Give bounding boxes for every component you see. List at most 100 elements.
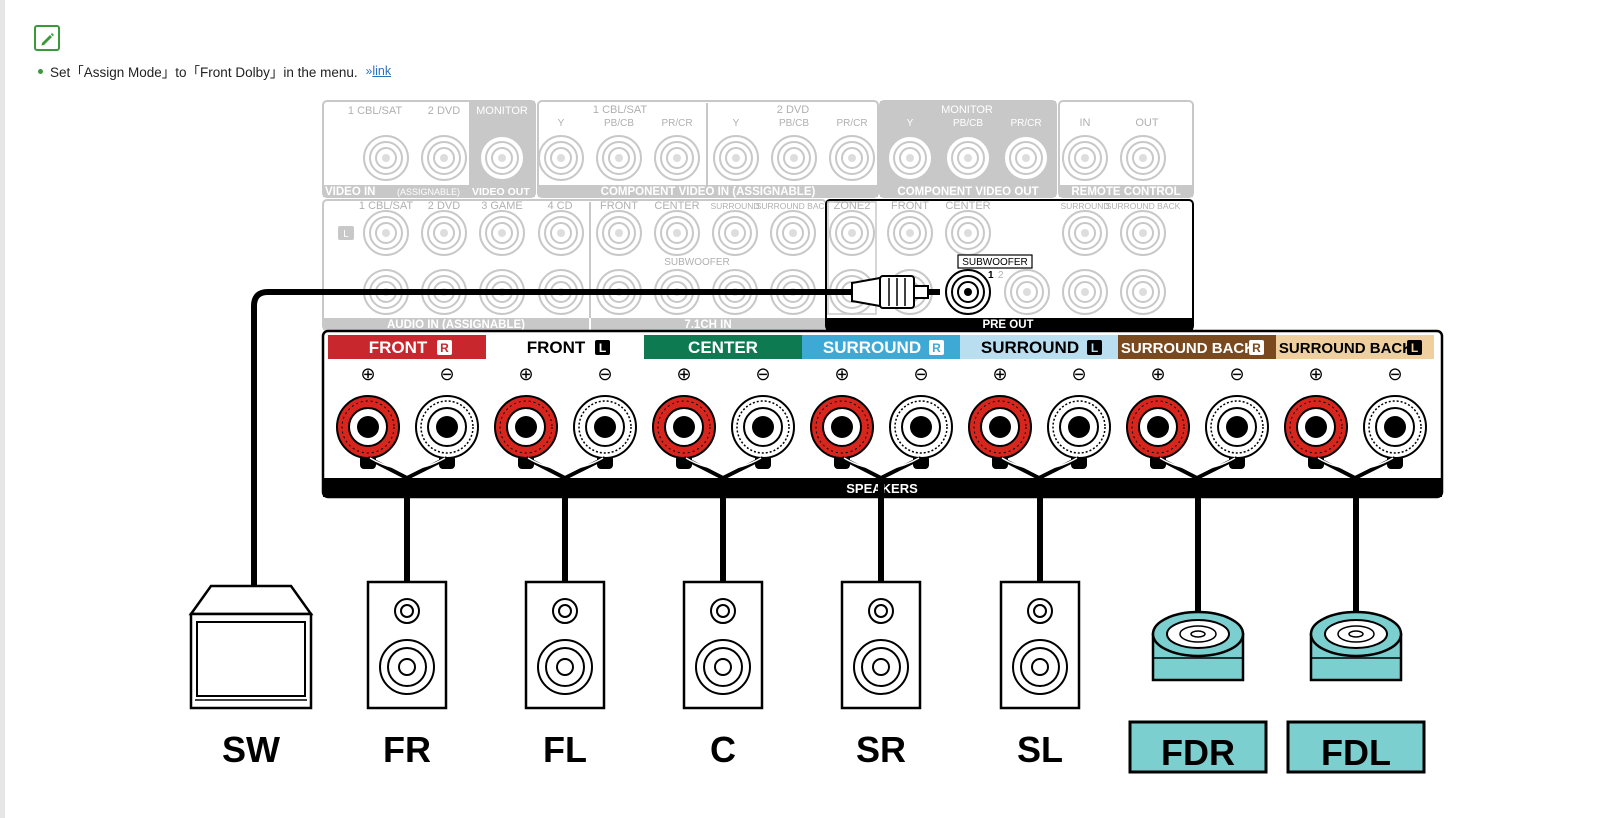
- bookshelf-speaker-icon: [840, 580, 922, 710]
- bookshelf-speaker-icon: [682, 580, 764, 710]
- panel-label: 2 DVD: [428, 200, 460, 212]
- pencil-icon: [34, 25, 60, 51]
- rca-jack-icon: [538, 210, 584, 256]
- rca-jack-icon: [1004, 269, 1050, 315]
- plus-symbol: ⊕: [1150, 364, 1165, 384]
- channel-header-label: SURROUND BACK: [1279, 340, 1413, 357]
- panel-label: 1 CBL/SAT: [348, 105, 402, 117]
- speaker-cables: [251, 275, 940, 590]
- panel-label: IN: [1080, 117, 1091, 129]
- speaker-label: SW: [222, 729, 280, 770]
- audio-caption-bar: [323, 318, 826, 330]
- channel-badge-bg: [1249, 340, 1264, 355]
- panel-label: SUBWOOFER: [664, 257, 730, 268]
- wire-loop-highlight: [1159, 457, 1236, 470]
- rca-jack-icon: [829, 135, 875, 181]
- channel-badge: L: [1091, 341, 1098, 355]
- dolby-speaker-module-icon: [1309, 610, 1403, 682]
- bookshelf-speaker-icon: [999, 580, 1081, 710]
- panel-label: Y: [558, 118, 565, 129]
- note-link[interactable]: link: [372, 64, 392, 78]
- panel-label: SURROUND BACK: [1106, 201, 1181, 211]
- panel-label: PB/CB: [953, 118, 983, 129]
- panel-label: PB/CB: [604, 118, 634, 129]
- rca-jack-icon: [654, 135, 700, 181]
- rca-jack-icon: [829, 210, 875, 256]
- rca-jack-icon: [1062, 135, 1108, 181]
- preout-caption: PRE OUT: [982, 319, 1033, 331]
- rca-jack-icon: [596, 135, 642, 181]
- audio-in-caption: AUDIO IN (ASSIGNABLE): [387, 319, 525, 331]
- panel-label: SURROUND: [1060, 201, 1109, 211]
- speaker-label: FDR: [1161, 732, 1235, 773]
- negative-terminal-icon: [889, 395, 953, 469]
- bookshelf-speaker-icon: [366, 580, 448, 710]
- channel-badge-bg: [1407, 340, 1422, 355]
- plus-symbol: ⊕: [360, 364, 375, 384]
- video-in-caption: VIDEO IN: [325, 186, 375, 198]
- panel-label: MONITOR: [476, 105, 528, 117]
- panel-label: MONITOR: [941, 104, 993, 116]
- panel-label: L: [343, 229, 349, 240]
- speaker-sw: SW: [188, 584, 314, 770]
- video-in-caption-bar: [323, 185, 535, 197]
- remote-caption: REMOTE CONTROL: [1071, 186, 1180, 198]
- rca-jack-icon: [363, 135, 409, 181]
- left-margin-bar: [0, 0, 5, 818]
- panel-label: CENTER: [654, 200, 699, 212]
- speaker-label: SR: [856, 729, 906, 770]
- rca-jack-icon: [421, 210, 467, 256]
- wire-loop-highlight: [1317, 457, 1394, 470]
- panel-label: SURROUND: [710, 201, 759, 211]
- channel-badge-bg: [1087, 340, 1102, 355]
- channel-header-bg: [328, 335, 486, 359]
- speaker-label: SL: [1017, 729, 1063, 770]
- channel-badge: R: [932, 341, 941, 355]
- panel-label: FRONT: [891, 200, 929, 212]
- rca-jack-icon: [596, 210, 642, 256]
- wire-loop-highlight: [1001, 457, 1078, 470]
- panel-label: PR/CR: [1010, 118, 1041, 129]
- channel-badge-bg: [437, 340, 452, 355]
- channel-badge: R: [1252, 341, 1261, 355]
- speaker-fr: FR: [366, 478, 448, 770]
- minus-symbol: ⊖: [1229, 364, 1244, 384]
- negative-terminal-icon: [1205, 395, 1269, 469]
- rear-panel: 1 CBL/SAT 2 DVD MONITOR VIDEO IN (ASSIGNABLE…: [322, 100, 1194, 331]
- panel-label: OUT: [1135, 117, 1159, 129]
- monitor-jack-icon: [479, 135, 525, 181]
- negative-terminal-icon: [573, 395, 637, 469]
- component-in-caption: COMPONENT VIDEO IN (ASSIGNABLE): [601, 186, 816, 198]
- panel-label: 4 CD: [547, 200, 572, 212]
- plus-symbol: ⊕: [992, 364, 1007, 384]
- rca-jack-icon: [1062, 210, 1108, 256]
- speaker-sr: SR: [840, 478, 922, 770]
- subwoofer-cable: [251, 289, 855, 590]
- rca-jack-icon: [770, 210, 816, 256]
- positive-terminal-icon: [494, 395, 558, 469]
- wire-loop-highlight: [685, 457, 762, 470]
- speaker-label: FDL: [1321, 732, 1391, 773]
- speaker-c: C: [682, 478, 764, 770]
- panel-label: Y: [907, 118, 914, 129]
- remote-caption-bar: [1059, 185, 1193, 197]
- component-in-caption-bar: [538, 185, 878, 197]
- subwoofer-label-box: [957, 254, 1033, 269]
- note-text: Set「Assign Mode」to「Front Dolby」in the me…: [50, 65, 358, 80]
- panel-label: PB/CB: [779, 118, 809, 129]
- rca-plug-icon: [851, 275, 940, 309]
- ch71-caption: 7.1CH IN: [684, 319, 731, 331]
- subwoofer-out-jack-icon: [945, 269, 991, 315]
- subwoofer-icon: [188, 584, 314, 710]
- bullet-icon: [38, 68, 43, 74]
- negative-terminal-icon: [1047, 395, 1111, 469]
- plus-symbol: ⊕: [1308, 364, 1323, 384]
- bookshelf-speaker-icon: [524, 580, 606, 710]
- plus-symbol: ⊕: [518, 364, 533, 384]
- channel-header-label: CENTER: [688, 338, 758, 357]
- setup-note: Set「Assign Mode」to「Front Dolby」in the me…: [38, 61, 391, 81]
- video-in-caption-small: (ASSIGNABLE): [397, 187, 460, 197]
- speaker-sl: SL: [999, 478, 1081, 770]
